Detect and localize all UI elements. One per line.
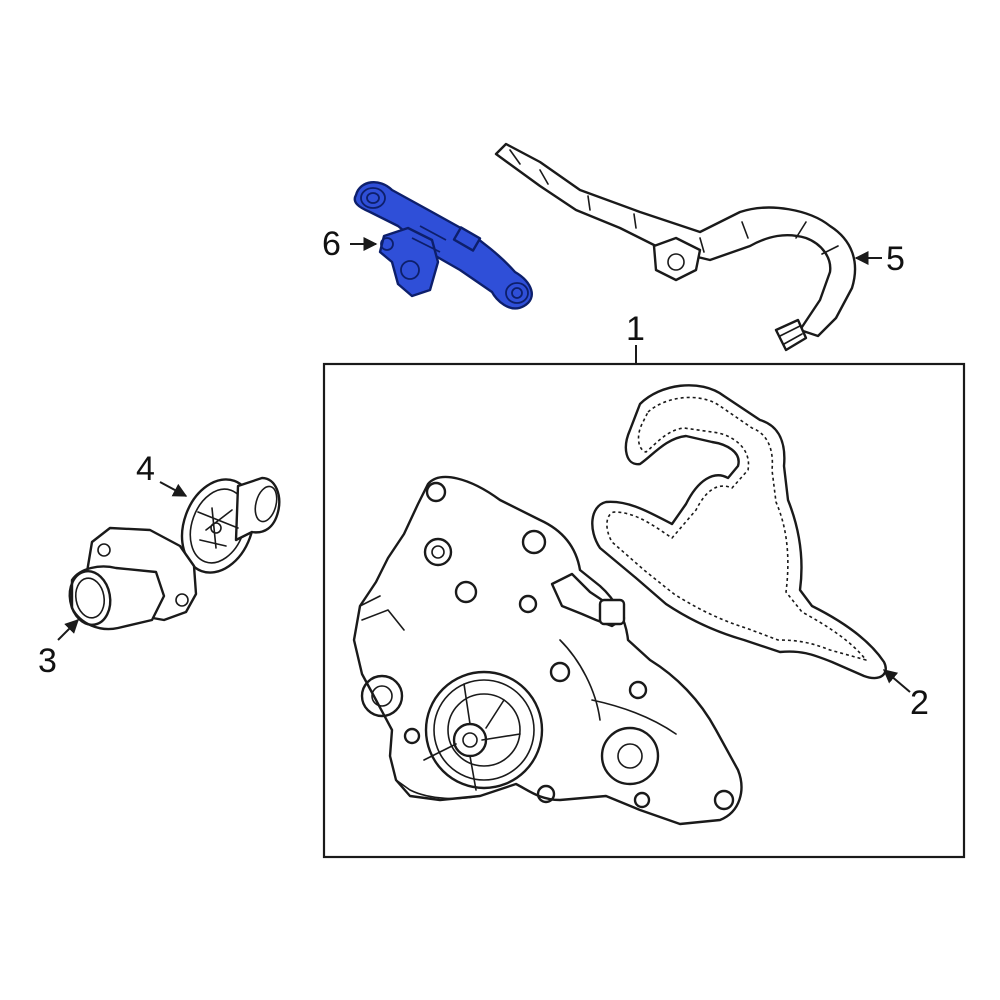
part-6-bypass-tube[interactable] bbox=[353, 181, 533, 310]
callout-6-label[interactable]: 6 bbox=[322, 225, 341, 263]
callout-2-label[interactable]: 2 bbox=[910, 684, 929, 722]
callout-2-leader bbox=[882, 669, 911, 693]
part-5-coolant-pipe[interactable] bbox=[494, 142, 857, 352]
callout-5-label[interactable]: 5 bbox=[886, 240, 905, 278]
assembly-frame bbox=[322, 362, 966, 859]
part-4-thermostat[interactable] bbox=[170, 469, 281, 582]
callout-4-leader bbox=[159, 481, 188, 497]
part-1-water-pump[interactable] bbox=[352, 475, 743, 826]
callout-4-label[interactable]: 4 bbox=[136, 450, 155, 488]
part-2-gasket[interactable] bbox=[591, 384, 887, 680]
callout-3-leader bbox=[57, 619, 79, 641]
callout-3-label[interactable]: 3 bbox=[38, 642, 57, 680]
part-3-thermostat-housing[interactable] bbox=[66, 526, 198, 631]
callout-1-label[interactable]: 1 bbox=[626, 310, 645, 348]
